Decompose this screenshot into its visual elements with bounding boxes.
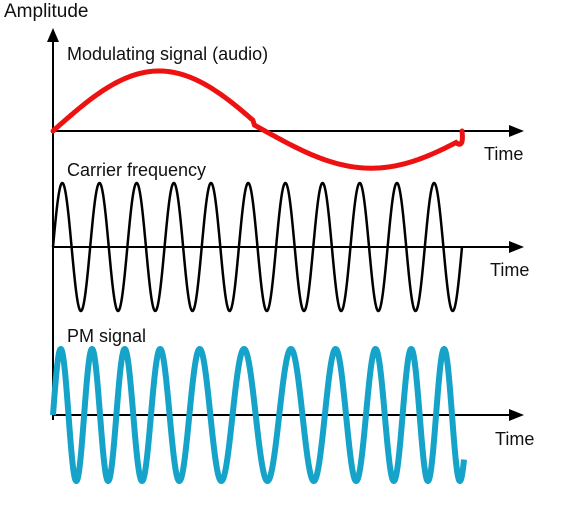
y-axis: Amplitude (4, 1, 89, 420)
y-axis-label: Amplitude (4, 1, 89, 22)
panel-carrier-title: Carrier frequency (67, 160, 206, 180)
x-axis-label-modulating: Time (484, 144, 523, 164)
panel-modulating: Modulating signal (audio) Time (50, 44, 524, 171)
x-axis-arrow-icon-pm (509, 409, 524, 421)
panel-carrier: Carrier frequency Time (51, 160, 529, 313)
panel-pm: PM signal Time (50, 326, 534, 484)
y-axis-arrow-icon (47, 28, 59, 42)
x-axis-arrow-icon-modulating (509, 125, 524, 137)
panel-pm-title: PM signal (67, 326, 146, 346)
carrier-wave (51, 181, 464, 313)
panel-modulating-title: Modulating signal (audio) (67, 44, 268, 64)
x-axis-label-pm: Time (495, 429, 534, 449)
x-axis-label-carrier: Time (490, 260, 529, 280)
modulating-signal-wave (50, 68, 465, 171)
x-axis-arrow-icon-carrier (509, 241, 524, 253)
pm-signal-wave (50, 346, 467, 484)
